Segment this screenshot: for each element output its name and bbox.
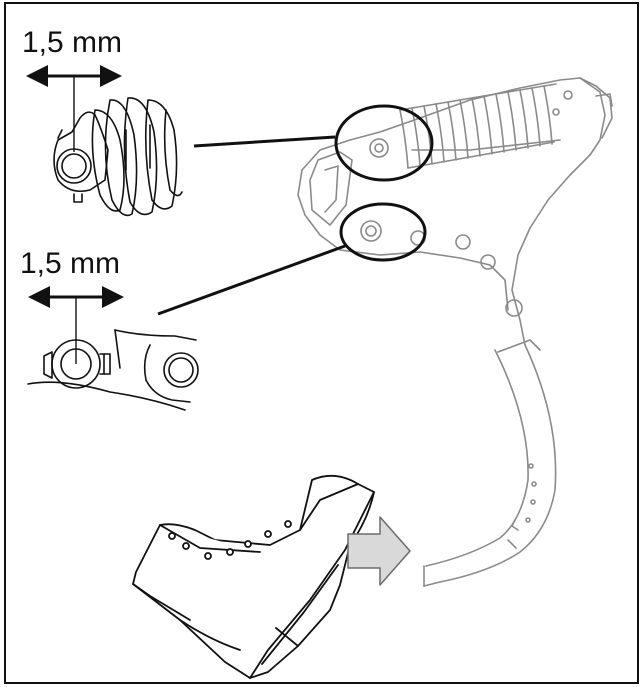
tine-assembly: [297, 77, 613, 587]
leader-line-bottom: [157, 244, 346, 316]
measurement-arrow-bottom: [28, 286, 124, 364]
detail-spring-eye: [53, 97, 183, 217]
measurement-label-top: 1,5 mm: [22, 26, 123, 59]
measurement-arrow-top: [26, 65, 122, 152]
diagram-border: [4, 2, 639, 684]
push-direction-arrow: [347, 516, 411, 586]
leader-line-top: [193, 135, 336, 148]
detail-circle-spring-pivot: [334, 104, 434, 182]
boot-icon: [132, 474, 375, 679]
detail-circle-lower-pivot: [339, 202, 427, 262]
detail-pivot-bolt: [27, 329, 199, 411]
measurement-label-bottom: 1,5 mm: [20, 247, 121, 280]
